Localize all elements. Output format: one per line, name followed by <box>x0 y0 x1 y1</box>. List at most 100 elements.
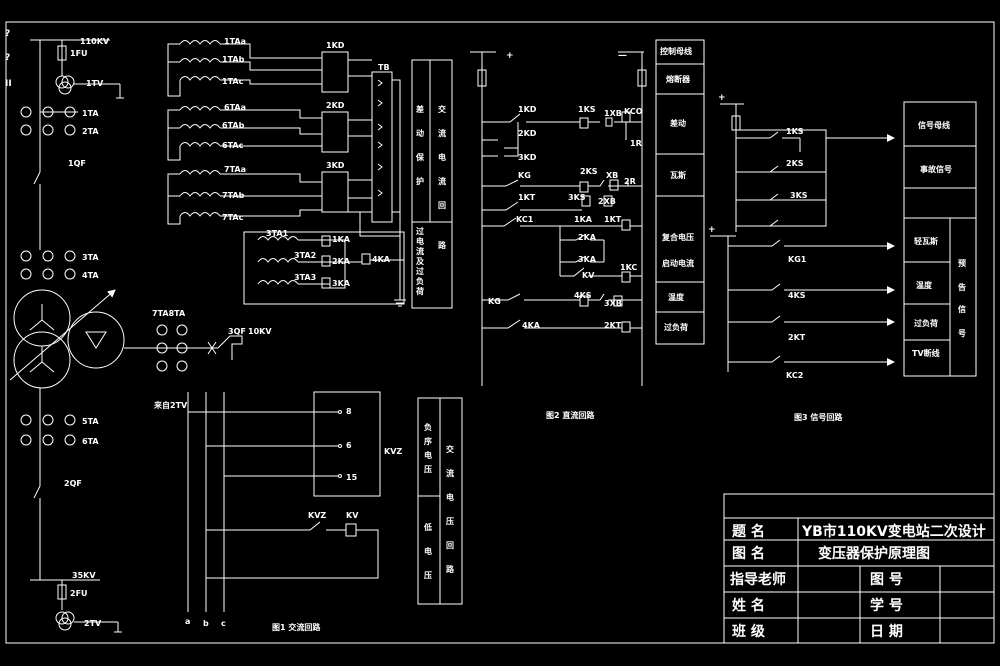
relay-3ka-label: 3KA <box>332 279 351 288</box>
terminal-block-tb-label: TB <box>378 63 390 72</box>
ct-1ta-label: 1TA <box>82 109 99 118</box>
dc-function-7: 过负荷 <box>664 322 688 332</box>
signal-tv-break: TV断线 <box>912 348 940 358</box>
voltage-box-top-char-0: 负 <box>424 422 432 432</box>
figure1-caption: 图1 交流回路 <box>272 622 321 632</box>
dc-function-2: 差动 <box>669 118 686 128</box>
dc-function-1: 熔断器 <box>666 74 691 84</box>
voltage-box-right-char-1: 流 <box>446 468 454 478</box>
warning-char-2: 信 <box>958 304 966 314</box>
dc-label-3kd: 3KD <box>518 153 537 162</box>
dc-label-kc1: KC1 <box>516 215 534 224</box>
ac-voltage-circuit: 来自2TV 8 6 15 KVZ KVZ KV a b c 图1 交流回路 负 … <box>153 391 463 632</box>
terminal-15-label: 15 <box>346 473 358 482</box>
relay-2ka-label: 2KA <box>332 257 351 266</box>
ct-label-7tab: 7TAb <box>222 191 245 200</box>
voltage-box-bottom-char-1: 电 <box>424 546 432 556</box>
dc-label-xb: XB <box>606 171 618 180</box>
dc-function-6: 温度 <box>668 292 685 302</box>
student-number-label: 学 号 <box>870 597 903 614</box>
dc-label-2ks: 2KS <box>580 167 598 176</box>
ct-label-6taa: 6TAa <box>224 103 246 112</box>
box1-bottom-char-3: 及 <box>416 257 425 266</box>
dc-circuit: + — 1KD 2KD 3KD KG 1KT KC1 KV 4KA 1KS 1X… <box>470 39 705 420</box>
title-label: 题 名 <box>732 523 765 540</box>
box1-col2-char-0: 交 <box>438 104 446 114</box>
box1-col2-char-2: 电 <box>438 152 446 162</box>
dc-function-4: 复合电压 <box>661 232 694 242</box>
signal-plus-1: + <box>718 93 726 103</box>
dc-label-kg: KG <box>518 171 531 180</box>
dc-label-4ka: 4KA <box>522 321 541 330</box>
box1-col1-char-3: 护 <box>416 176 424 186</box>
voltage-box-bottom-char-2: 压 <box>424 571 432 580</box>
dc-label-3xb: 3XB <box>604 299 622 308</box>
dc-label-1ks: 1KS <box>578 105 596 114</box>
breaker-3qf-label: 3QF <box>228 327 246 336</box>
ct-label-7taa: 7TAa <box>224 165 246 174</box>
relay-kv-label: KV <box>346 511 359 520</box>
date-label: 日 期 <box>870 624 903 640</box>
mv-voltage-label: 35KV <box>72 571 96 580</box>
box1-bottom-char-0: 过 <box>416 226 424 236</box>
dc-label-kv: KV <box>582 271 595 280</box>
signal-light-gas: 轻瓦斯 <box>914 236 938 246</box>
lv-voltage-label: 10KV <box>248 327 272 336</box>
relay-kvz-label: KVZ <box>384 447 402 456</box>
dc-label-kco: KCO <box>624 107 643 116</box>
warning-char-3: 号 <box>958 329 966 338</box>
dc-label-2kd: 2KD <box>518 129 537 138</box>
relay-1kd-label: 1KD <box>326 41 345 50</box>
figure3-caption: 图3 信号回路 <box>794 412 843 422</box>
box1-col1-char-0: 差 <box>415 104 424 114</box>
dc-label-1kc: 1KC <box>620 263 637 272</box>
primary-power-diagram: 110KV 1FU 1TV 1TA 2TA 1QF 3TA 4TA 7TA8TA… <box>5 29 272 633</box>
box1-bottom-char-1: 电 <box>416 236 424 246</box>
ct-label-1tac: 1TAc <box>222 77 244 86</box>
dc-label-2r: 2R <box>624 177 636 186</box>
dc-label-2xb: 2XB <box>598 197 616 206</box>
ac-current-circuit: 1TAa 1TAb 1TAc 6TAa 6TAb 6TAc 7TAa 7TAb … <box>167 37 453 309</box>
hv-voltage-label: 110KV <box>80 37 110 46</box>
signal-contact-4ks: 4KS <box>788 291 806 300</box>
accident-signal-label: 事故信号 <box>920 164 952 174</box>
signal-plus-2: + <box>708 225 716 235</box>
voltage-box-right-char-0: 交 <box>446 444 454 454</box>
signal-overload: 过负荷 <box>914 318 938 328</box>
dc-function-3: 瓦斯 <box>670 170 686 180</box>
relay-2kd-label: 2KD <box>326 101 345 110</box>
dc-label-3ks: 3KS <box>568 193 586 202</box>
dc-label-1r: 1R <box>630 139 642 148</box>
title-block: 题 名 YB市110KV变电站二次设计 图 名 变压器保护原理图 指导老师 图 … <box>723 493 995 644</box>
margin-mark-2: ? <box>5 53 10 63</box>
phase-a-label: a <box>185 617 190 626</box>
voltage-box-right-char-2: 电 <box>446 492 454 502</box>
ct-3ta-label: 3TA <box>82 253 99 262</box>
ct-3ta1-label: 3TA1 <box>266 229 289 238</box>
advisor-label: 指导老师 <box>730 571 786 588</box>
warning-char-1: 告 <box>958 282 966 292</box>
voltage-box-top-char-3: 压 <box>424 465 432 474</box>
dc-function-5: 启动电流 <box>662 258 694 268</box>
signal-circuit: + + 1KS 2KS 3KS KG1 4KS 2KT KC2 信号母线 事故信… <box>708 93 977 422</box>
ct-label-6tab: 6TAb <box>222 121 245 130</box>
box1-col1-char-1: 动 <box>416 128 424 138</box>
phase-b-label: b <box>203 619 209 628</box>
signal-relay-1ks: 1KS <box>786 127 804 136</box>
box1-col2-char-1: 流 <box>438 128 446 138</box>
ct-3ta3-label: 3TA3 <box>294 273 316 282</box>
dc-minus-label: — <box>618 51 627 61</box>
ct-label-1tab: 1TAb <box>222 55 245 64</box>
signal-relay-3ks: 3KS <box>790 191 808 200</box>
ct-label-6tac: 6TAc <box>222 141 244 150</box>
box1-bottom-char-2: 流 <box>416 246 424 256</box>
tv-2tv-label: 2TV <box>84 619 102 628</box>
voltage-box-right-char-3: 压 <box>446 517 454 526</box>
ct-5ta-label: 5TA <box>82 417 99 426</box>
phase-c-label: c <box>221 619 226 628</box>
dc-label-3ka: 3KA <box>578 255 597 264</box>
class-label: 班 级 <box>732 623 766 640</box>
voltage-box-top-char-2: 电 <box>424 450 432 460</box>
box1-col2-char-5: 路 <box>438 240 447 250</box>
